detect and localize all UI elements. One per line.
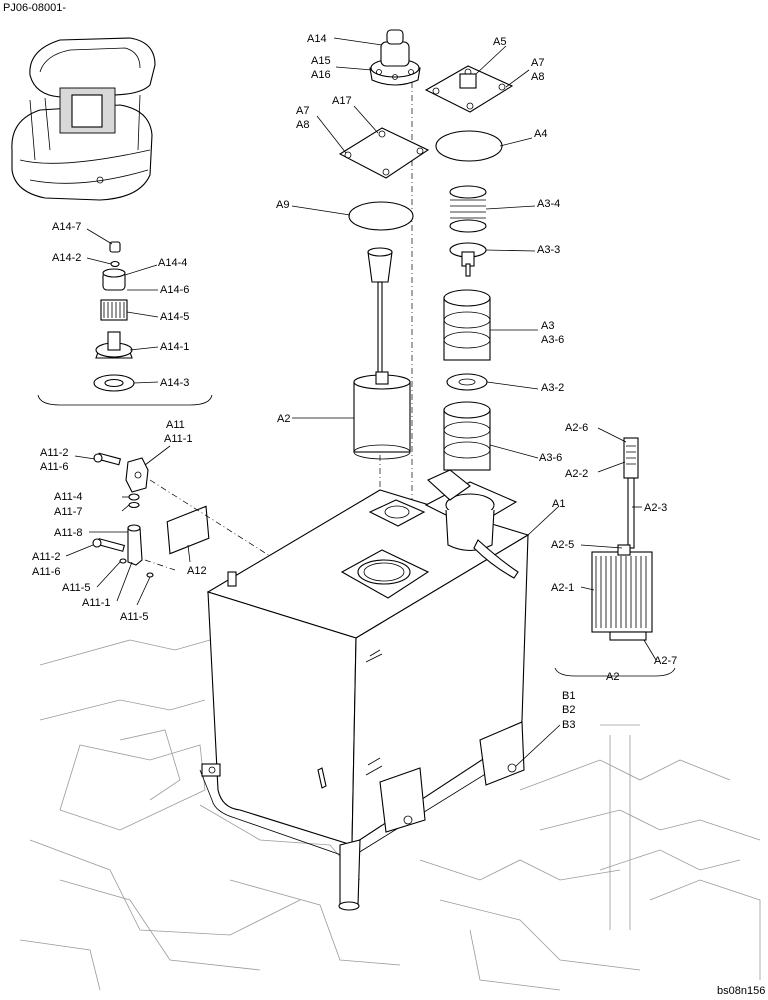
label-a14-6: A14-6 xyxy=(160,284,189,296)
label-b2: B2 xyxy=(562,704,575,716)
tank-top-cover xyxy=(338,127,430,179)
label-a3: A3 xyxy=(541,320,554,332)
drawing-reference: bs08n156 xyxy=(717,985,765,997)
label-a2-7: A2-7 xyxy=(654,655,677,667)
label-a2-group: A2 xyxy=(606,671,619,683)
label-a11-1-lower: A11-1 xyxy=(82,597,111,609)
label-b1: B1 xyxy=(562,690,575,702)
label-a8-left: A8 xyxy=(296,119,309,131)
label-a2: A2 xyxy=(277,413,290,425)
label-a14-5: A14-5 xyxy=(160,311,189,323)
label-a14-2: A14-2 xyxy=(52,252,81,264)
label-a1: A1 xyxy=(552,498,565,510)
machine-overview-icon xyxy=(11,37,156,201)
machine-frame-background xyxy=(19,639,761,991)
label-a2-6: A2-6 xyxy=(565,422,588,434)
label-a2-3: A2-3 xyxy=(644,502,667,514)
label-a12: A12 xyxy=(187,565,207,577)
label-a2-1: A2-1 xyxy=(551,582,574,594)
label-a14: A14 xyxy=(307,33,327,45)
label-a11-1-top: A11-1 xyxy=(164,433,193,445)
label-a11-7: A11-7 xyxy=(54,506,83,518)
label-a4: A4 xyxy=(534,128,547,140)
label-a9: A9 xyxy=(276,199,289,211)
label-a11-2-lower: A11-2 xyxy=(32,551,61,563)
o-ring-a9 xyxy=(348,201,414,231)
label-a11-8: A11-8 xyxy=(54,527,83,539)
label-a14-4: A14-4 xyxy=(158,257,187,269)
label-a7-top: A7 xyxy=(531,57,544,69)
label-a11-5-left: A11-5 xyxy=(62,582,91,594)
label-a11-6-upper: A11-6 xyxy=(40,461,69,473)
return-filter-stack xyxy=(443,185,491,471)
label-a11-5-right: A11-5 xyxy=(120,611,149,623)
part-labels: A14 A15 A16 A5 A7 A8 A7 A8 A17 A4 A9 A3-… xyxy=(32,33,677,731)
label-a8-top: A8 xyxy=(531,71,544,83)
suction-strainer xyxy=(353,247,411,460)
label-a11-6-lower: A11-6 xyxy=(32,566,61,578)
label-a3-6-lower: A3-6 xyxy=(539,452,562,464)
label-a2-2: A2-2 xyxy=(565,468,588,480)
label-a17: A17 xyxy=(332,95,352,107)
label-a3-4: A3-4 xyxy=(537,198,560,210)
label-a7-left: A7 xyxy=(296,105,309,117)
label-a3-2: A3-2 xyxy=(541,382,564,394)
diagram-code: PJ06-08001- xyxy=(3,2,66,14)
label-a14-3: A14-3 xyxy=(160,377,189,389)
label-a16: A16 xyxy=(311,69,331,81)
return-filter-cover xyxy=(424,65,514,113)
label-a5: A5 xyxy=(493,36,506,48)
leader-lines xyxy=(65,37,657,767)
o-ring-a4 xyxy=(435,130,503,162)
a11-fittings-detail xyxy=(92,452,301,578)
label-a11-2-upper: A11-2 xyxy=(40,447,69,459)
hydraulic-tank xyxy=(199,469,530,911)
breather-cap xyxy=(369,29,421,86)
label-a3-6-upper: A3-6 xyxy=(541,334,564,346)
label-a15: A15 xyxy=(311,55,331,67)
label-a14-1: A14-1 xyxy=(160,341,189,353)
label-b3: B3 xyxy=(562,719,575,731)
label-a2-5: A2-5 xyxy=(551,539,574,551)
label-a11: A11 xyxy=(166,419,185,431)
a14-breather-detail xyxy=(37,241,213,406)
inline-filter-detail xyxy=(554,437,676,677)
label-a3-3: A3-3 xyxy=(537,244,560,256)
label-a14-7: A14-7 xyxy=(52,221,81,233)
label-a11-4: A11-4 xyxy=(54,491,83,503)
